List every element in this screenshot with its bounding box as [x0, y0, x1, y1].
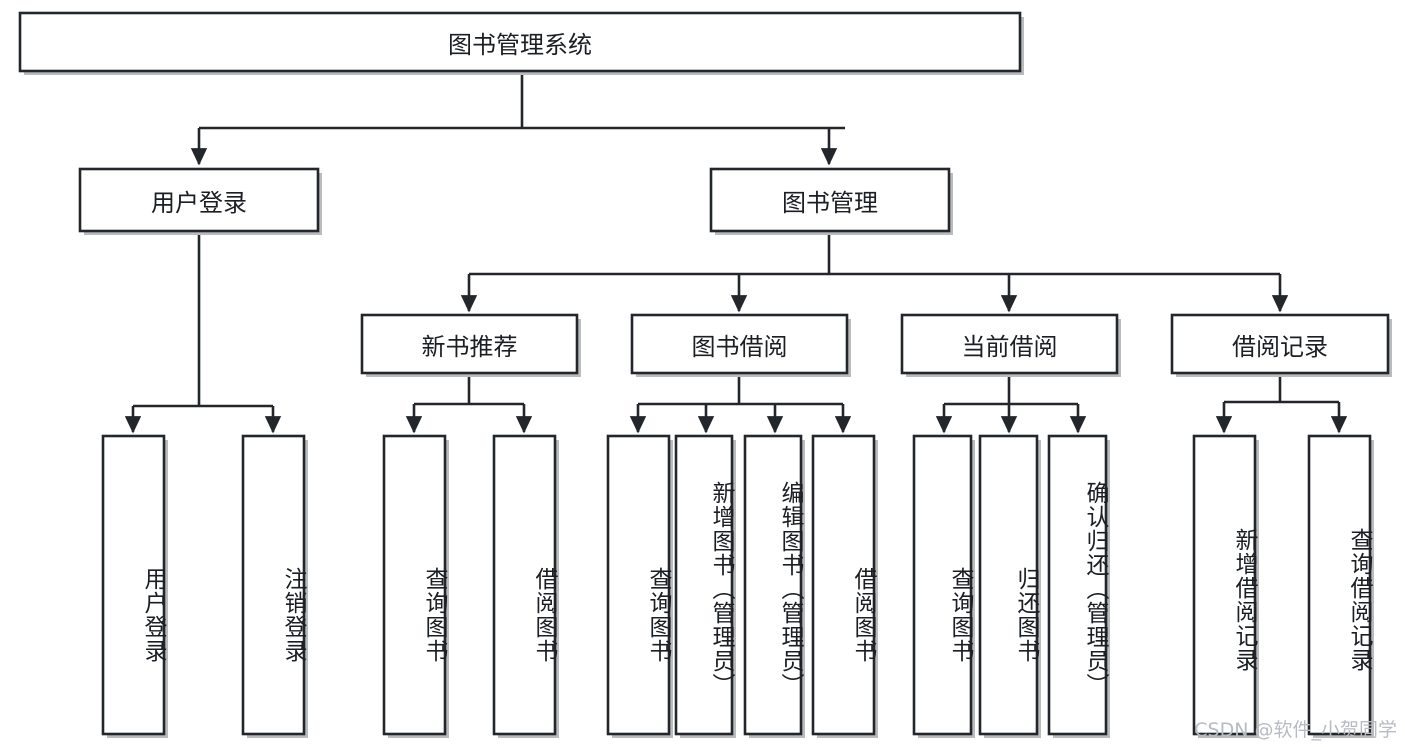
- node-root[interactable]: [18, 11, 1024, 75]
- node-book-manage[interactable]: [709, 167, 953, 235]
- edge-newbook-to-leaves: [405, 375, 533, 434]
- node-leaf-query-book-1[interactable]: [382, 434, 449, 738]
- node-book-borrow[interactable]: [630, 313, 851, 377]
- node-leaf-edit-book[interactable]: [743, 434, 805, 738]
- node-leaf-confirm-return[interactable]: [1047, 434, 1110, 738]
- node-leaf-return-book[interactable]: [978, 434, 1041, 738]
- node-new-book-recommend[interactable]: [360, 313, 581, 377]
- node-leaf-add-book[interactable]: [674, 434, 736, 738]
- node-leaf-query-book-3[interactable]: [912, 434, 975, 738]
- edge-borrowrecord-to-leaves: [1215, 375, 1348, 434]
- node-leaf-query-record[interactable]: [1307, 434, 1374, 738]
- node-leaf-query-book-2[interactable]: [606, 434, 673, 738]
- edge-userlogin-to-leaves: [124, 234, 282, 434]
- node-leaf-add-record[interactable]: [1192, 434, 1259, 738]
- node-leaf-borrow-book-2[interactable]: [811, 434, 878, 738]
- edge-currentborrow-to-leaves: [935, 375, 1087, 434]
- node-user-login[interactable]: [78, 167, 322, 235]
- node-current-borrow[interactable]: [900, 313, 1121, 377]
- node-leaf-user-login[interactable]: [101, 434, 168, 738]
- node-leaf-logout-login[interactable]: [241, 434, 308, 738]
- edge-bookborrow-to-leaves: [629, 375, 852, 434]
- node-leaf-borrow-book-1[interactable]: [492, 434, 559, 738]
- edge-root-to-level1: [190, 74, 845, 166]
- node-borrow-record[interactable]: [1170, 313, 1392, 377]
- edge-bookmanage-to-level2: [460, 234, 1289, 313]
